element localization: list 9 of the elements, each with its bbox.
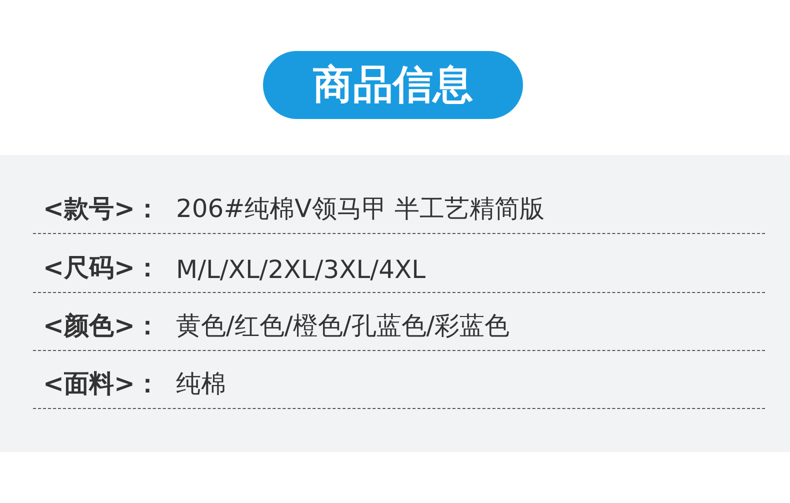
field-value: 黄色/红色/橙色/孔蓝色/彩蓝色 (176, 310, 510, 342)
field-value: M/L/XL/2XL/3XL/4XL (176, 255, 426, 284)
field-value: 206#纯棉V领马甲 半工艺精简版 (176, 193, 545, 225)
field-label: <颜色>： (43, 310, 160, 342)
title-banner: 商品信息 (263, 51, 523, 119)
field-label: <尺码>： (43, 252, 160, 284)
field-value: 纯棉 (176, 368, 226, 400)
field-label: <款号>： (43, 193, 160, 225)
field-label: <面料>： (43, 368, 160, 400)
